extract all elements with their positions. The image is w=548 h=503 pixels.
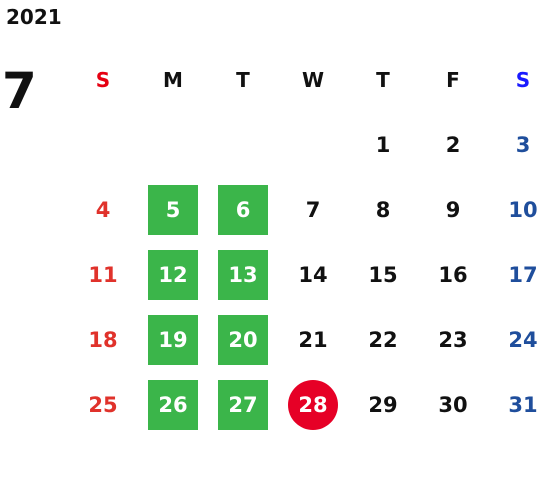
day-number-highlighted[interactable]: 20 [218,314,268,365]
calendar-empty-cell [278,112,348,177]
day-number[interactable]: 22 [368,327,398,352]
day-number-highlighted[interactable]: 6 [218,184,268,235]
day-number[interactable]: 11 [88,262,118,287]
month-label: 7 [2,62,37,120]
weekday-header-tue: T [236,67,250,92]
calendar-day-cell: 16 [418,242,488,307]
weekday-header-wed: W [301,67,325,92]
calendar-day-cell: 30 [418,372,488,437]
day-number[interactable]: 16 [438,262,468,287]
day-number[interactable]: 30 [438,392,468,417]
day-number[interactable]: 7 [305,197,321,222]
calendar-day-cell: 15 [348,242,418,307]
weekday-header-fri: F [446,67,460,92]
calendar-day-cell: 24 [488,307,548,372]
day-number-highlighted[interactable]: 26 [148,379,198,430]
day-number-highlighted[interactable]: 12 [148,249,198,300]
calendar-day-cell: 17 [488,242,548,307]
day-number[interactable]: 29 [368,392,398,417]
day-number[interactable]: 10 [508,197,538,222]
day-number[interactable]: 21 [298,327,328,352]
calendar-day-cell: 25 [68,372,138,437]
day-number[interactable]: 24 [508,327,538,352]
day-number-highlighted[interactable]: 27 [218,379,268,430]
calendar-day-cell: 28 [278,372,348,437]
calendar-day-cell: 29 [348,372,418,437]
calendar-empty-cell [68,112,138,177]
day-number[interactable]: 25 [88,392,118,417]
calendar-day-cell: 3 [488,112,548,177]
calendar-day-cell: 20 [208,307,278,372]
calendar-day-cell: 26 [138,372,208,437]
day-number[interactable]: 31 [508,392,538,417]
calendar-day-cell: 8 [348,177,418,242]
calendar-day-cell: 14 [278,242,348,307]
calendar-day-cell: 18 [68,307,138,372]
day-number-today[interactable]: 28 [288,379,338,430]
calendar-day-cell: 10 [488,177,548,242]
day-number-highlighted[interactable]: 13 [218,249,268,300]
day-number[interactable]: 9 [445,197,461,222]
weekday-header-sun: S [95,67,111,92]
calendar-empty-cell [208,112,278,177]
day-number[interactable]: 8 [375,197,391,222]
calendar-day-cell: 11 [68,242,138,307]
day-number-highlighted[interactable]: 19 [148,314,198,365]
calendar-day-cell: 31 [488,372,548,437]
weekday-header-sat: S [515,67,531,92]
day-number[interactable]: 18 [88,327,118,352]
day-number[interactable]: 4 [95,197,111,222]
day-number-highlighted[interactable]: 5 [148,184,198,235]
weekday-header-thu: T [376,67,390,92]
calendar-day-cell: 6 [208,177,278,242]
day-number[interactable]: 17 [508,262,538,287]
day-number[interactable]: 2 [445,132,461,157]
calendar-day-cell: 12 [138,242,208,307]
day-number[interactable]: 3 [515,132,531,157]
calendar-day-cell: 21 [278,307,348,372]
day-number[interactable]: 15 [368,262,398,287]
calendar-day-cell: 19 [138,307,208,372]
calendar-day-cell: 2 [418,112,488,177]
calendar-day-cell: 27 [208,372,278,437]
day-number[interactable]: 1 [375,132,391,157]
day-number[interactable]: 23 [438,327,468,352]
calendar-day-cell: 7 [278,177,348,242]
year-label: 2021 [6,5,62,29]
calendar-day-cell: 13 [208,242,278,307]
calendar-empty-cell [138,112,208,177]
calendar-day-cell: 4 [68,177,138,242]
calendar-day-cell: 5 [138,177,208,242]
weekday-header-mon: M [163,67,183,92]
day-number[interactable]: 14 [298,262,328,287]
calendar-day-cell: 9 [418,177,488,242]
calendar-day-cell: 22 [348,307,418,372]
calendar-day-cell: 23 [418,307,488,372]
calendar-day-cell: 1 [348,112,418,177]
